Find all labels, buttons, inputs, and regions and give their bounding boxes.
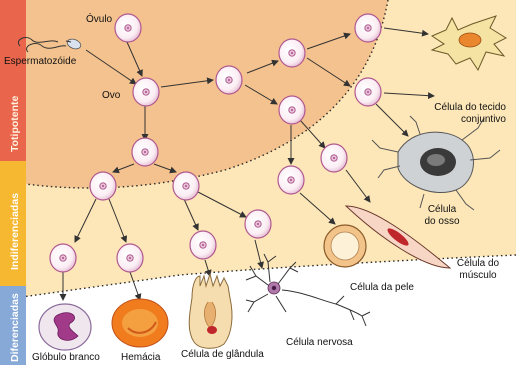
cell: [173, 172, 199, 200]
label-osso-2: do osso: [424, 216, 459, 227]
cell: [50, 244, 76, 272]
cell: [279, 96, 305, 124]
sidebar-label-diferenciadas: Diferenciadas: [9, 293, 21, 362]
cell: [245, 210, 271, 238]
label-tecido-conjuntivo-2: conjuntivo: [461, 114, 506, 125]
ovo-cell: [133, 78, 159, 106]
label-pele: Célula da pele: [350, 282, 414, 293]
globulo-branco-cell-icon: [39, 304, 91, 350]
label-globulo-branco: Glóbulo branco: [32, 352, 100, 363]
label-glandula: Célula de glândula: [181, 349, 264, 360]
label-nervosa: Célula nervosa: [286, 337, 353, 348]
cell: [90, 172, 116, 200]
cell: [355, 78, 381, 106]
label-ovulo: Óvulo: [86, 12, 113, 25]
pele-cell-icon: [324, 225, 366, 267]
cell: [355, 14, 381, 42]
cell: [117, 244, 143, 272]
label-ovo: Ovo: [102, 90, 121, 101]
cell: [321, 144, 347, 172]
label-hemacia: Hemácia: [121, 352, 161, 363]
ovulo-cell: [115, 14, 141, 42]
cell: [216, 66, 242, 94]
hemacia-cell-icon: [112, 299, 168, 347]
cell: [190, 231, 216, 259]
sidebar-label-totipotente: Totipotente: [9, 95, 21, 152]
cell: [279, 39, 305, 67]
sidebar-label-indiferenciadas: Indiferenciadas: [9, 193, 21, 270]
label-tecido-conjuntivo-1: Célula do tecido: [434, 102, 506, 113]
label-osso-1: Célula: [428, 204, 457, 215]
cell: [278, 166, 304, 194]
label-musculo-2: músculo: [459, 270, 497, 281]
cell: [132, 138, 158, 166]
label-musculo-1: Célula do: [457, 258, 500, 269]
label-espermatozoide: Espermatozóide: [4, 56, 77, 67]
glandula-cell-icon: [189, 274, 232, 348]
